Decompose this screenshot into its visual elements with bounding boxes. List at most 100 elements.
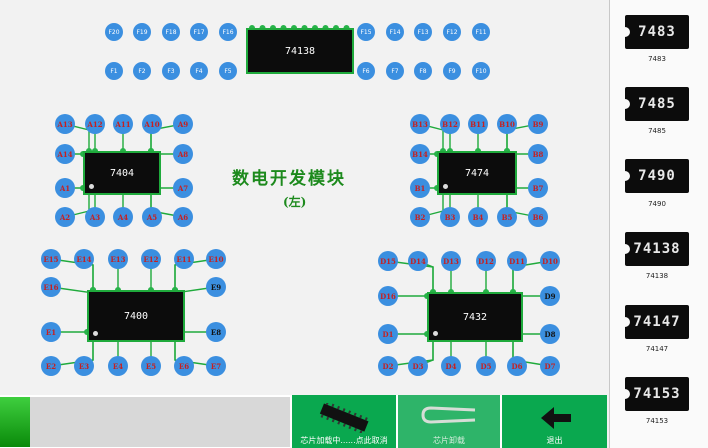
- pin-d12[interactable]: D12: [476, 251, 496, 271]
- pin-a14[interactable]: A14: [55, 144, 75, 164]
- pin-b2[interactable]: B2: [410, 207, 430, 227]
- pin-f14[interactable]: F14: [386, 23, 404, 41]
- pin-b5[interactable]: B5: [497, 207, 517, 227]
- pin-d6[interactable]: D6: [507, 356, 527, 376]
- chip-74138[interactable]: 74138: [246, 28, 354, 74]
- library-chip-7483[interactable]: 7483: [624, 15, 689, 49]
- pin-f1[interactable]: F1: [105, 62, 123, 80]
- pin-f18[interactable]: F18: [162, 23, 180, 41]
- chip-7404[interactable]: 7404: [83, 151, 161, 195]
- pin-e11[interactable]: E11: [174, 249, 194, 269]
- pin-f20[interactable]: F20: [105, 23, 123, 41]
- pin-d10[interactable]: D10: [540, 251, 560, 271]
- library-chip-74153[interactable]: 74153: [624, 377, 689, 411]
- pin-a13[interactable]: A13: [55, 114, 75, 134]
- pin-d2[interactable]: D2: [378, 356, 398, 376]
- pin-f15[interactable]: F15: [357, 23, 375, 41]
- pin-d4[interactable]: D4: [441, 356, 461, 376]
- pin-e15[interactable]: E15: [41, 249, 61, 269]
- pin-f5[interactable]: F5: [219, 62, 237, 80]
- pin-e16[interactable]: E16: [41, 277, 61, 297]
- pin-f10[interactable]: F10: [472, 62, 490, 80]
- library-chip-74153-label: 74153: [645, 417, 669, 425]
- pin-f7[interactable]: F7: [386, 62, 404, 80]
- pin-e12[interactable]: E12: [141, 249, 161, 269]
- pin-a10[interactable]: A10: [142, 114, 162, 134]
- pin-b8[interactable]: B8: [528, 144, 548, 164]
- cancel-load-label: 芯片加载中......点此取消: [300, 436, 388, 445]
- pin-a4[interactable]: A4: [113, 207, 133, 227]
- chip-7400[interactable]: 7400: [87, 290, 185, 342]
- chip-7474[interactable]: 7474: [437, 151, 517, 195]
- module-title: 数电开发模块: [232, 169, 346, 189]
- pin-f4[interactable]: F4: [190, 62, 208, 80]
- pin-b10[interactable]: B10: [497, 114, 517, 134]
- pin-d16[interactable]: D16: [378, 286, 398, 306]
- pin-a6[interactable]: A6: [173, 207, 193, 227]
- exit-button[interactable]: 退出: [502, 395, 607, 448]
- pin-f17[interactable]: F17: [190, 23, 208, 41]
- pin-f12[interactable]: F12: [443, 23, 461, 41]
- pin-d9[interactable]: D9: [540, 286, 560, 306]
- experiment-board: 数电开发模块 (左) 74138 7404 7474 7400 7432 F20…: [41, 23, 560, 376]
- pin-f2[interactable]: F2: [133, 62, 151, 80]
- pin-f16[interactable]: F16: [219, 23, 237, 41]
- pin-a3[interactable]: A3: [85, 207, 105, 227]
- pin-e2[interactable]: E2: [41, 356, 61, 376]
- library-chip-7485[interactable]: 7485: [624, 87, 689, 121]
- pin-f9[interactable]: F9: [443, 62, 461, 80]
- pin-a1[interactable]: A1: [55, 178, 75, 198]
- pin-d13[interactable]: D13: [441, 251, 461, 271]
- pin-b4[interactable]: B4: [468, 207, 488, 227]
- pin-a8[interactable]: A8: [173, 144, 193, 164]
- pin-e6[interactable]: E6: [174, 356, 194, 376]
- library-chip-7490[interactable]: 7490: [624, 159, 689, 193]
- pin-e8[interactable]: E8: [206, 322, 226, 342]
- pin-e7[interactable]: E7: [206, 356, 226, 376]
- pin-d8[interactable]: D8: [540, 324, 560, 344]
- pin-b11[interactable]: B11: [468, 114, 488, 134]
- pin-e13[interactable]: E13: [108, 249, 128, 269]
- pin-d15[interactable]: D15: [378, 251, 398, 271]
- pin-f3[interactable]: F3: [162, 62, 180, 80]
- pin-d5[interactable]: D5: [476, 356, 496, 376]
- pin-f19[interactable]: F19: [133, 23, 151, 41]
- pin-b1[interactable]: B1: [410, 178, 430, 198]
- pin-f11[interactable]: F11: [472, 23, 490, 41]
- chip-7432-label: 7432: [462, 311, 488, 323]
- pin-a12[interactable]: A12: [85, 114, 105, 134]
- pin-e9[interactable]: E9: [206, 277, 226, 297]
- pin-f6[interactable]: F6: [357, 62, 375, 80]
- pin-d14[interactable]: D14: [408, 251, 428, 271]
- pin-e1[interactable]: E1: [41, 322, 61, 342]
- pin-a7[interactable]: A7: [173, 178, 193, 198]
- pin-b13[interactable]: B13: [410, 114, 430, 134]
- pin-a11[interactable]: A11: [113, 114, 133, 134]
- pin-a2[interactable]: A2: [55, 207, 75, 227]
- pin-b9[interactable]: B9: [528, 114, 548, 134]
- chip-7432[interactable]: 7432: [427, 292, 523, 342]
- pin-d7[interactable]: D7: [540, 356, 560, 376]
- pin-b7[interactable]: B7: [528, 178, 548, 198]
- unload-chip-button[interactable]: 芯片卸载: [398, 395, 500, 448]
- pin-b3[interactable]: B3: [440, 207, 460, 227]
- library-chip-74147[interactable]: 74147: [624, 305, 689, 339]
- pin-e10[interactable]: E10: [206, 249, 226, 269]
- library-chip-74138[interactable]: 74138: [624, 232, 689, 266]
- pin-d1[interactable]: D1: [378, 324, 398, 344]
- pin-d11[interactable]: D11: [507, 251, 527, 271]
- pin-b6[interactable]: B6: [528, 207, 548, 227]
- pin-d3[interactable]: D3: [408, 356, 428, 376]
- pin-e4[interactable]: E4: [108, 356, 128, 376]
- cancel-load-button[interactable]: 芯片加载中......点此取消: [292, 395, 396, 448]
- pin-e3[interactable]: E3: [74, 356, 94, 376]
- pin-e14[interactable]: E14: [74, 249, 94, 269]
- pin-a9[interactable]: A9: [173, 114, 193, 134]
- chip-extractor-icon: [421, 406, 476, 424]
- pin-f13[interactable]: F13: [414, 23, 432, 41]
- pin-b14[interactable]: B14: [410, 144, 430, 164]
- pin-a5[interactable]: A5: [142, 207, 162, 227]
- pin-e5[interactable]: E5: [141, 356, 161, 376]
- pin-f8[interactable]: F8: [414, 62, 432, 80]
- pin-b12[interactable]: B12: [440, 114, 460, 134]
